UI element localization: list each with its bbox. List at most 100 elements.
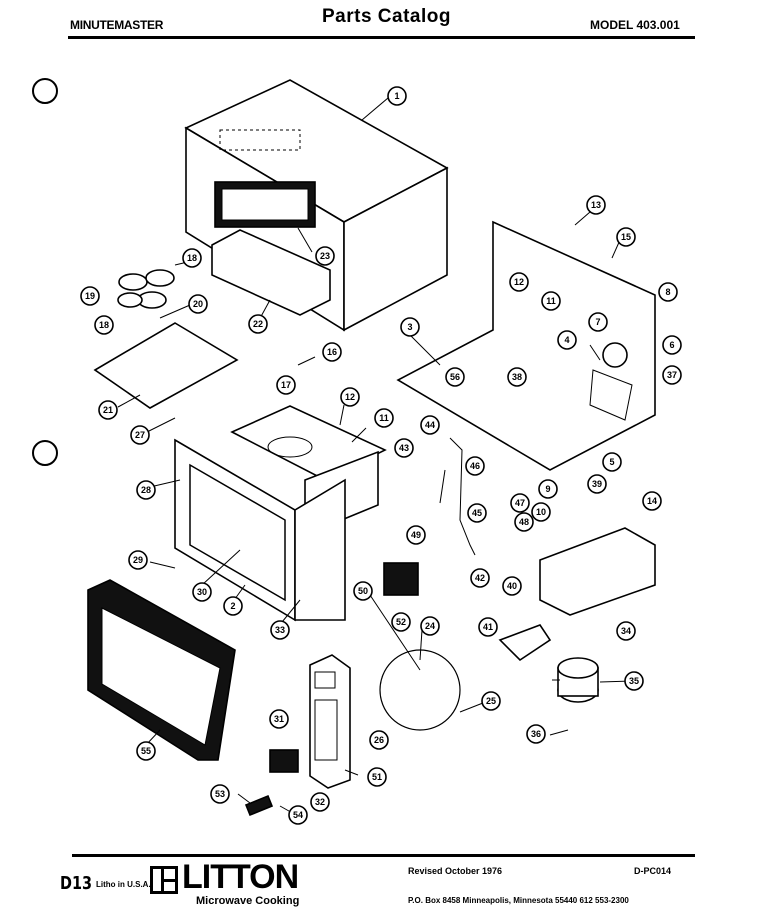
callout-10: 10	[531, 502, 551, 522]
callout-number: 29	[133, 555, 143, 565]
callout-44: 44	[420, 415, 440, 435]
callout-number: 11	[546, 296, 556, 306]
fan-blade	[117, 269, 175, 309]
company-address: P.O. Box 8458 Minneapolis, Minnesota 554…	[408, 896, 629, 905]
callout-20: 20	[188, 294, 208, 314]
callout-18: 18	[94, 315, 114, 335]
callout-30: 30	[192, 582, 212, 602]
callout-number: 12	[345, 392, 355, 402]
callout-33: 33	[270, 620, 290, 640]
front-frame	[174, 438, 346, 622]
callout-22: 22	[248, 314, 268, 334]
callout-number: 38	[512, 372, 522, 382]
callout-39: 39	[587, 474, 607, 494]
callout-19: 19	[80, 286, 100, 306]
callout-number: 39	[592, 479, 602, 489]
callout-number: 55	[141, 746, 151, 756]
footer-rule	[72, 854, 695, 857]
callout-number: 53	[215, 789, 225, 799]
callout-number: 2	[230, 601, 235, 611]
callout-14: 14	[642, 491, 662, 511]
callout-1: 1	[387, 86, 407, 106]
callout-number: 16	[327, 347, 337, 357]
callout-34: 34	[616, 621, 636, 641]
callout-27: 27	[130, 425, 150, 445]
callout-32: 32	[310, 792, 330, 812]
switches	[269, 749, 299, 773]
callout-47: 47	[510, 493, 530, 513]
callout-number: 14	[647, 496, 657, 506]
page-title: Parts Catalog	[322, 6, 451, 27]
callout-15: 15	[616, 227, 636, 247]
callout-number: 35	[629, 676, 639, 686]
callout-number: 46	[470, 461, 480, 471]
callout-number: 31	[274, 714, 284, 724]
callout-number: 26	[374, 735, 384, 745]
callout-number: 8	[665, 287, 670, 297]
stirrer-motor	[557, 657, 599, 703]
callout-13: 13	[586, 195, 606, 215]
callout-number: 9	[545, 484, 550, 494]
outer-cabinet	[184, 79, 449, 332]
bracket	[498, 624, 552, 662]
callout-number: 33	[275, 625, 285, 635]
callout-18: 18	[182, 248, 202, 268]
callout-number: 52	[396, 617, 406, 627]
callout-number: 27	[135, 430, 145, 440]
callout-12: 12	[340, 387, 360, 407]
callout-number: 47	[515, 498, 525, 508]
callout-23: 23	[315, 246, 335, 266]
cord-clamp	[244, 794, 274, 817]
callout-51: 51	[367, 767, 387, 787]
oven-cover	[211, 229, 331, 316]
callout-number: 18	[99, 320, 109, 330]
callout-25: 25	[481, 691, 501, 711]
callout-number: 15	[621, 232, 631, 242]
callout-21: 21	[98, 400, 118, 420]
callout-40: 40	[502, 576, 522, 596]
brand-logo-text: LITTON	[182, 858, 299, 896]
callout-number: 24	[425, 621, 435, 631]
callout-number: 18	[187, 253, 197, 263]
footer-made-in: Litho in U.S.A.	[96, 880, 151, 889]
callout-number: 17	[281, 380, 291, 390]
callout-number: 42	[475, 573, 485, 583]
switch-detail-circle	[379, 649, 461, 731]
callout-46: 46	[465, 456, 485, 476]
revision-date: Revised October 1976	[408, 866, 503, 876]
callout-53: 53	[210, 784, 230, 804]
callout-29: 29	[128, 550, 148, 570]
callout-number: 48	[519, 517, 529, 527]
callout-number: 3	[407, 322, 412, 332]
callout-number: 11	[379, 413, 389, 423]
callout-number: 50	[358, 586, 368, 596]
callout-4: 4	[557, 330, 577, 350]
callout-55: 55	[136, 741, 156, 761]
door	[87, 579, 236, 761]
callout-5: 5	[602, 452, 622, 472]
callout-number: 1	[394, 91, 399, 101]
callout-45: 45	[467, 503, 487, 523]
callout-number: 51	[372, 772, 382, 782]
callout-number: 22	[253, 319, 263, 329]
callout-35: 35	[624, 671, 644, 691]
callout-number: 28	[141, 485, 151, 495]
callout-9: 9	[538, 479, 558, 499]
callout-28: 28	[136, 480, 156, 500]
callout-6: 6	[662, 335, 682, 355]
callout-number: 41	[483, 622, 493, 632]
callout-number: 43	[399, 443, 409, 453]
callout-number: 40	[507, 581, 517, 591]
callout-number: 7	[595, 317, 600, 327]
callout-41: 41	[478, 617, 498, 637]
callout-26: 26	[369, 730, 389, 750]
callout-48: 48	[514, 512, 534, 532]
callout-52: 52	[391, 612, 411, 632]
callout-number: 6	[669, 340, 674, 350]
callout-11: 11	[541, 291, 561, 311]
callout-50: 50	[353, 581, 373, 601]
callout-number: 10	[536, 507, 546, 517]
callout-37: 37	[662, 365, 682, 385]
callout-54: 54	[288, 805, 308, 825]
